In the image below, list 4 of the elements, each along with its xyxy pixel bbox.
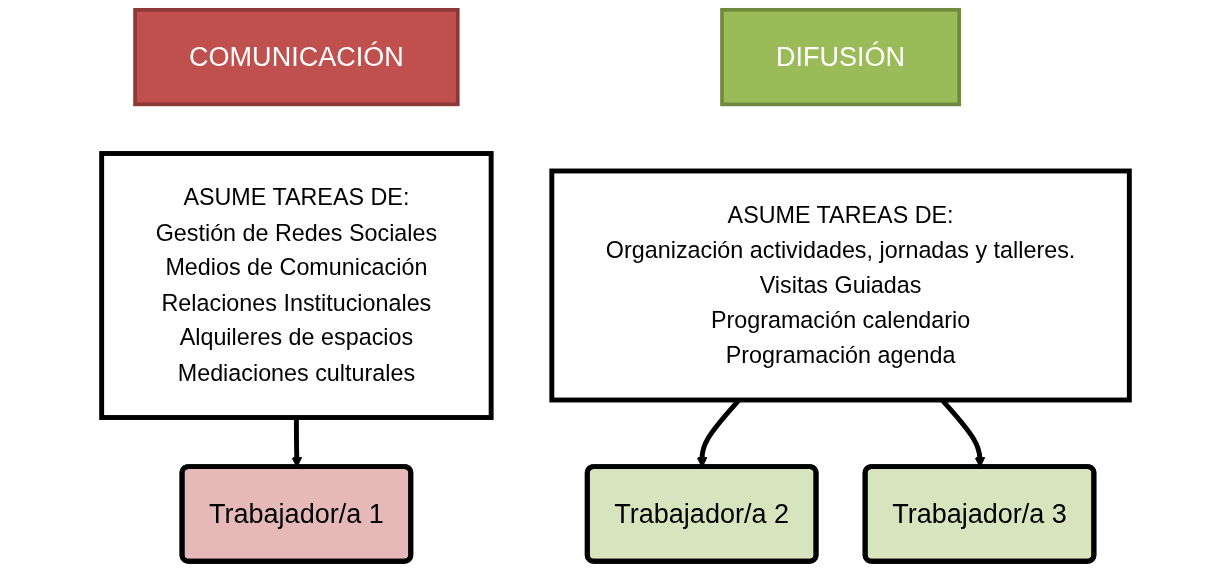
node-box: ASUME TAREAS DE: Organización actividades, jornadas y talleres. Visitas Guiadas Programación calendario Programación agenda <box>549 168 1132 403</box>
node-box: DIFUSIÓN <box>720 8 961 107</box>
node-box: ASUME TAREAS DE: Gestión de Redes Sociales Medios de Comunicación Relaciones Institucionales Alquileres de espacios Mediaciones culturales <box>99 151 494 420</box>
node-box: COMUNICACIÓN <box>133 8 460 107</box>
